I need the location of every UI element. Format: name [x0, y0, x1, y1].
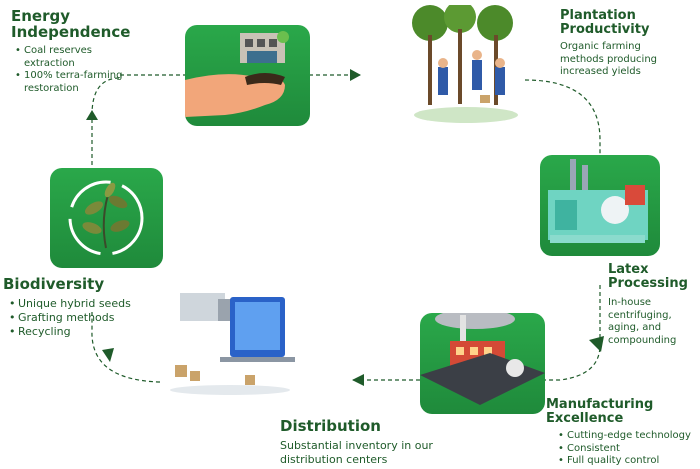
- energy-bullet: Coal reserves extraction: [15, 45, 139, 70]
- arrow-plantation-to-latex: [524, 79, 601, 160]
- biodiversity-tile: [50, 168, 163, 268]
- arrowhead-biodiversity: [86, 110, 98, 120]
- arrowhead-latex: [589, 336, 604, 352]
- factory-city-icon: [420, 313, 545, 405]
- energy-bullet: 100% terra-farming restoration: [15, 70, 139, 95]
- latex-text: In-house centrifuging, aging, and compou…: [608, 297, 677, 346]
- plantation-text: Organic farming methods producing increa…: [560, 41, 658, 77]
- latex-title-line1: Latex: [608, 262, 649, 277]
- energy-title: Energy Independence: [11, 7, 131, 41]
- biodiversity-bullets: Unique hybrid seeds Grafting methods Rec…: [8, 297, 133, 338]
- plantation-tile: [410, 5, 523, 127]
- latex-title: Latex Processing: [608, 263, 688, 290]
- biodiversity-bullet: Recycling: [9, 325, 133, 339]
- manufacturing-bullet: Full quality control: [558, 455, 700, 468]
- hand-holding-city-icon: [185, 31, 289, 117]
- plantation-title-line1: Plantation: [560, 8, 636, 23]
- latex-tile: [540, 155, 660, 256]
- arrowhead-manufacturing: [352, 374, 364, 386]
- processing-plant-icon: [548, 159, 648, 243]
- energy-bullets: Coal reserves extraction 100% terra-farm…: [14, 45, 139, 95]
- energy-title-line1: Energy: [11, 7, 71, 25]
- arrowhead-distribution: [102, 348, 114, 362]
- plantation-title: Plantation Productivity: [560, 9, 649, 36]
- latex-title-line2: Processing: [608, 275, 688, 291]
- energy-tile: [185, 25, 310, 126]
- arrowhead-energy: [350, 69, 361, 81]
- farmers-trees-icon: [412, 5, 518, 123]
- manufacturing-tile: [420, 313, 545, 414]
- manufacturing-bullet: Cutting-edge technology: [558, 430, 700, 443]
- biodiversity-bullet: Grafting methods: [9, 311, 133, 325]
- plant-recycle-icon: [68, 180, 144, 256]
- manufacturing-title-line2: Excellence: [546, 410, 624, 426]
- manufacturing-title-line1: Manufacturing: [546, 397, 654, 412]
- manufacturing-bullets: Cutting-edge technology Consistent Full …: [557, 430, 700, 468]
- distribution-text: Substantial inventory in our distributio…: [280, 439, 433, 466]
- plantation-title-line2: Productivity: [560, 21, 650, 37]
- biodiversity-bullet: Unique hybrid seeds: [9, 297, 133, 311]
- biodiversity-title: Biodiversity: [3, 275, 105, 293]
- distribution-tile: [160, 285, 300, 397]
- manufacturing-title: Manufacturing Excellence: [546, 398, 653, 425]
- distribution-logistics-icon: [170, 293, 295, 395]
- energy-title-line2: Independence: [11, 22, 131, 41]
- distribution-title: Distribution: [280, 417, 381, 435]
- manufacturing-bullet: Consistent: [558, 443, 700, 456]
- arrow-latex-to-manufacturing: [545, 285, 601, 381]
